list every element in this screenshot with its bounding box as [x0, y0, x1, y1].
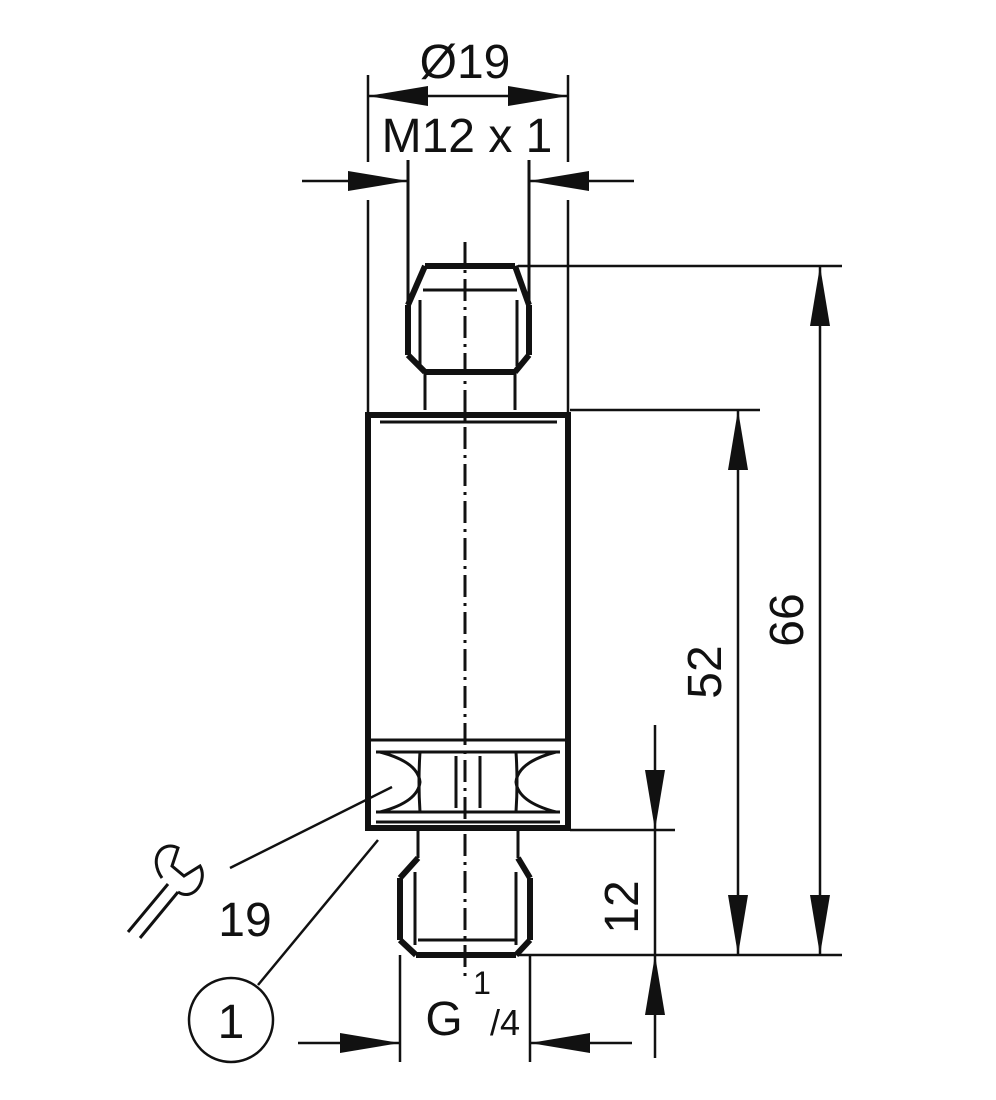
top-connector	[405, 263, 532, 410]
diameter-label: Ø19	[420, 36, 511, 89]
total-height-label: 66	[761, 593, 814, 646]
bottom-thread-denominator: /4	[490, 1002, 520, 1043]
thread-length-label: 12	[596, 880, 649, 933]
sensor-housing	[365, 412, 571, 831]
wrench-leader	[229, 785, 393, 870]
body-height-label: 52	[679, 645, 732, 698]
right-dimensions	[518, 264, 842, 1058]
top-thread-label: M12 x 1	[382, 110, 553, 163]
callout-1	[187, 839, 379, 1064]
bottom-process-connection	[397, 828, 533, 958]
top-dimensions	[302, 75, 634, 415]
bottom-dimension	[298, 955, 632, 1062]
wrench-size-label: 19	[218, 894, 271, 947]
callout-number: 1	[218, 996, 245, 1049]
bottom-thread-numerator: 1	[473, 965, 491, 1001]
bottom-thread-label: G	[425, 993, 462, 1046]
hex-nut	[376, 750, 560, 824]
wrench-icon	[126, 844, 204, 939]
